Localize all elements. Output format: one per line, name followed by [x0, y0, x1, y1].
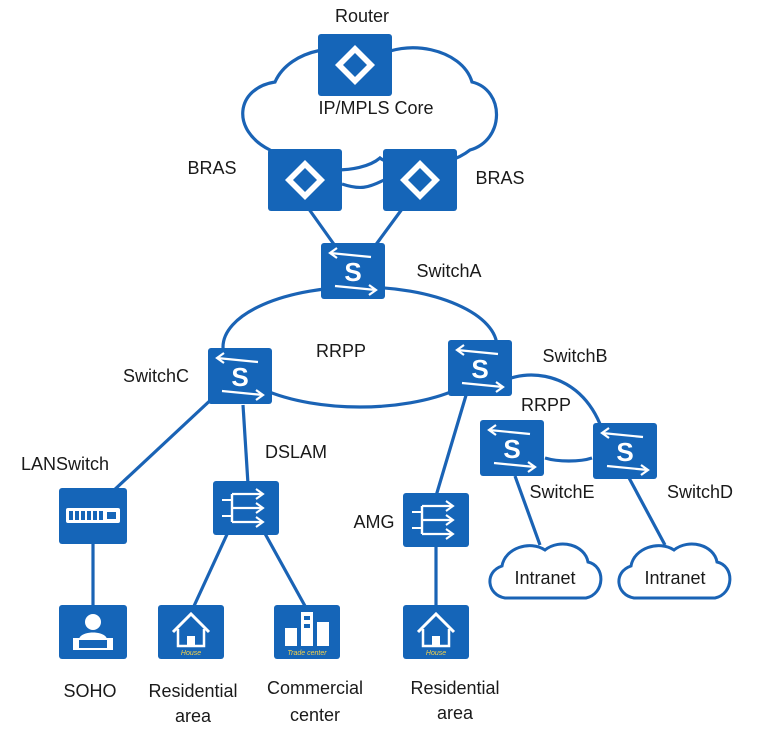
switch-c-label: SwitchC: [123, 366, 189, 386]
link-dslam-residential-1: [192, 529, 231, 607]
residential-2-label-line1: Residential: [410, 678, 499, 698]
house-icon: House: [158, 605, 224, 659]
link-switch-c-dslam: [241, 404, 250, 485]
commercial-label-line1: Commercial: [267, 678, 363, 698]
house-caption-2: House: [426, 650, 446, 657]
dslam-label: DSLAM: [265, 442, 327, 462]
switch-b-icon: [446, 338, 514, 398]
residential-1-label-line2: area: [175, 706, 212, 726]
link-switch-c-lanswitch: [110, 393, 218, 494]
router-label: Router: [335, 6, 389, 26]
link-switch-e-intranet-e: [513, 475, 542, 546]
intranet-d-label: Intranet: [644, 568, 705, 588]
switch-c-icon: [206, 346, 274, 406]
intranet-d-cloud: [617, 542, 732, 600]
core-label: IP/MPLS Core: [318, 98, 433, 118]
switch-a-icon: [319, 241, 387, 301]
link-bras-left-switch-a: [304, 204, 340, 251]
link-switch-d-intranet-d: [626, 475, 667, 546]
bras-left-label: BRAS: [187, 158, 236, 178]
dslam-icon: [211, 479, 281, 537]
office-building-icon: Trade center: [274, 605, 340, 659]
bras-left-router-icon: [268, 149, 342, 211]
link-bras-right-switch-a: [370, 204, 407, 251]
bras-right-router-icon: [383, 149, 457, 211]
bras-right-label: BRAS: [475, 168, 524, 188]
router-icon: [318, 34, 392, 96]
soho-label: SOHO: [63, 681, 116, 701]
switch-e-label: SwitchE: [529, 482, 594, 502]
rrpp-main-label: RRPP: [316, 341, 366, 361]
switch-d-icon: [591, 421, 659, 481]
amg-label: AMG: [353, 512, 394, 532]
link-bras-left-bras-right: [341, 178, 385, 190]
user-at-computer-icon: [59, 605, 127, 659]
intranet-e-cloud: [488, 542, 603, 600]
house-caption: House: [181, 650, 201, 657]
switch-e-icon: [478, 418, 546, 478]
link-switch-b-amg: [434, 391, 469, 497]
house-icon-2: House: [403, 605, 469, 659]
trade-center-caption: Trade center: [287, 650, 327, 657]
amg-icon: [401, 491, 471, 549]
ip-mpls-core-cloud: [241, 46, 498, 172]
switch-d-label: SwitchD: [667, 482, 733, 502]
switch-a-label: SwitchA: [416, 261, 481, 281]
link-dslam-commercial: [261, 529, 307, 607]
lan-switch-icon: [59, 488, 127, 544]
lanswitch-label: LANSwitch: [21, 454, 109, 474]
residential-2-label-line2: area: [437, 703, 474, 723]
switch-b-label: SwitchB: [542, 346, 607, 366]
commercial-label-line2: center: [290, 705, 340, 725]
rrpp-sub-label: RRPP: [521, 395, 571, 415]
residential-1-label-line1: Residential: [148, 681, 237, 701]
intranet-e-label: Intranet: [514, 568, 575, 588]
